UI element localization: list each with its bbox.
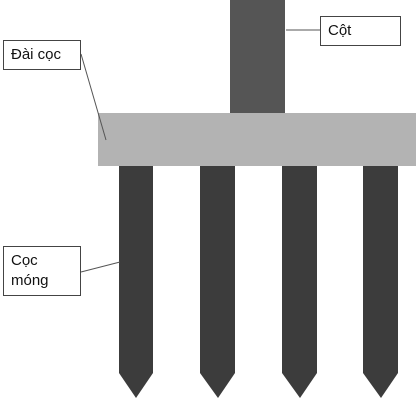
pile-4: [363, 166, 398, 398]
pile-1: [119, 166, 153, 398]
column-label-text: Cột: [328, 22, 352, 39]
leader-line-pile-cap: [80, 53, 107, 141]
pile-cap: [98, 113, 416, 166]
leader-line-piles: [80, 261, 121, 273]
pile-2: [200, 166, 235, 398]
piles-label: Cọc móng: [3, 246, 81, 296]
pile-cap-label-text: Đài cọc: [11, 46, 62, 63]
piles-label-line-1: Cọc: [11, 252, 38, 269]
column-label: Cột: [320, 16, 401, 46]
column: [230, 0, 285, 113]
pile-3: [282, 166, 317, 398]
piles-label-line-2: móng: [11, 272, 49, 289]
pile-cap-label: Đài cọc: [3, 40, 81, 70]
